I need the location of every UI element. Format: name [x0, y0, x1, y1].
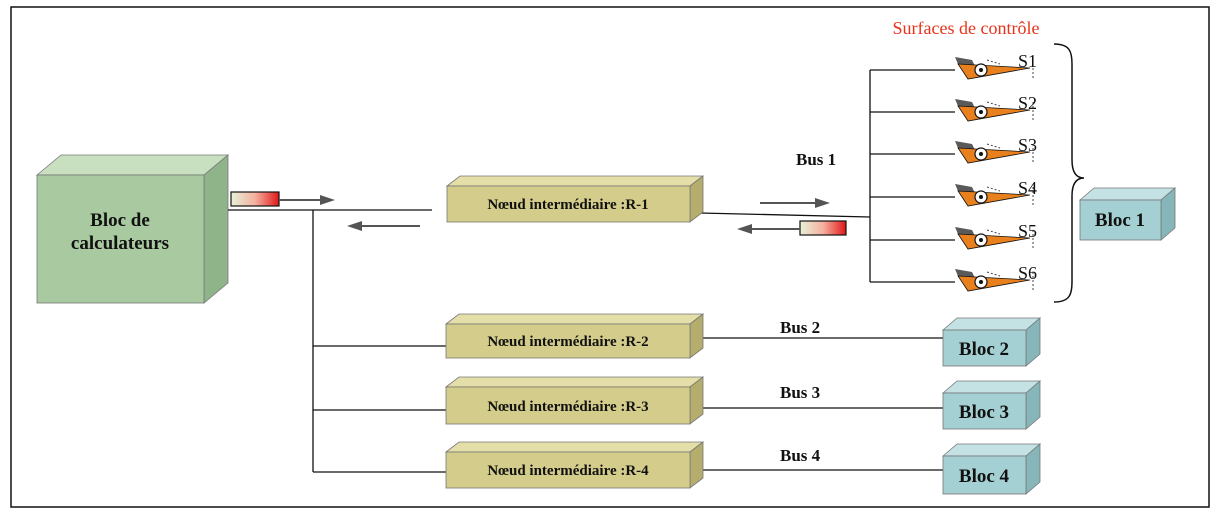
- bus-label-1: Bus 1: [796, 150, 836, 169]
- control-surface-2: S2: [870, 93, 1037, 122]
- control-surface-icon: [955, 269, 1034, 292]
- bloc-label: Bloc 1: [1095, 210, 1145, 231]
- calculator-block-front: [36, 174, 205, 304]
- connection-lines: [228, 70, 945, 473]
- control-surface-5: S5: [870, 221, 1037, 250]
- intermediate-node-r3: Nœud intermédiaire :R-3: [444, 376, 705, 425]
- bloc-3: Bloc 3: [941, 380, 1042, 430]
- control-surface-1: S1: [870, 51, 1037, 80]
- control-surface-icon: [955, 57, 1034, 80]
- bus-label-4: Bus 4: [780, 446, 821, 465]
- bloc-1: Bloc 1: [1078, 187, 1177, 241]
- intermediate-node-r1: Nœud intermédiaire :R-1: [445, 175, 705, 223]
- calculator-block-label-line2: calculateurs: [71, 233, 169, 254]
- bloc-label: Bloc 4: [959, 466, 1010, 487]
- control-surface-label: S6: [1018, 263, 1037, 283]
- control-surfaces-title: Surfaces de contrôle: [893, 18, 1040, 38]
- calculator-block-top: [35, 154, 230, 176]
- control-surface-3: S3: [870, 135, 1037, 164]
- bloc-2: Bloc 2: [941, 317, 1042, 367]
- arrow-left-icon: [347, 221, 420, 231]
- control-surface-icon: [955, 227, 1034, 250]
- calculator-block-label-line1: Bloc de: [90, 210, 150, 231]
- control-surface-icon: [955, 141, 1034, 164]
- arrow-left-icon: [737, 224, 800, 234]
- control-surface-icon: [955, 99, 1034, 122]
- bloc-label: Bloc 2: [959, 339, 1009, 360]
- arrow-right-icon: [279, 195, 335, 205]
- node-label: Nœud intermédiaire :R-2: [487, 334, 648, 350]
- intermediate-node-r4: Nœud intermédiaire :R-4: [444, 441, 705, 489]
- control-surface-label: S3: [1018, 135, 1037, 155]
- control-surface-icon: [955, 184, 1034, 207]
- bloc-label: Bloc 3: [959, 402, 1009, 423]
- bus-label-3: Bus 3: [780, 383, 820, 402]
- bloc-4: Bloc 4: [941, 443, 1042, 495]
- calculator-block-side: [203, 154, 229, 304]
- node-label: Nœud intermédiaire :R-4: [487, 463, 649, 479]
- node-label: Nœud intermédiaire :R-1: [487, 197, 648, 213]
- node-label: Nœud intermédiaire :R-3: [487, 399, 648, 415]
- bus-label-2: Bus 2: [780, 318, 820, 337]
- control-surface-label: S1: [1018, 51, 1037, 71]
- data-flow-arrows: [279, 195, 830, 234]
- control-surface-label: S2: [1018, 93, 1037, 113]
- message-packet-incoming: [799, 220, 847, 236]
- control-surface-label: S5: [1018, 221, 1037, 241]
- calculator-block: Bloc de calculateurs: [35, 154, 230, 304]
- message-packet-outgoing: [230, 191, 280, 207]
- control-surface-6: S6: [870, 263, 1037, 292]
- arrow-right-icon: [760, 198, 830, 208]
- control-surface-4: S4: [870, 178, 1037, 207]
- intermediate-node-r2: Nœud intermédiaire :R-2: [444, 313, 705, 359]
- surfaces-brace: [1053, 43, 1085, 303]
- control-surface-label: S4: [1018, 178, 1037, 198]
- diagram-frame: [10, 6, 1210, 508]
